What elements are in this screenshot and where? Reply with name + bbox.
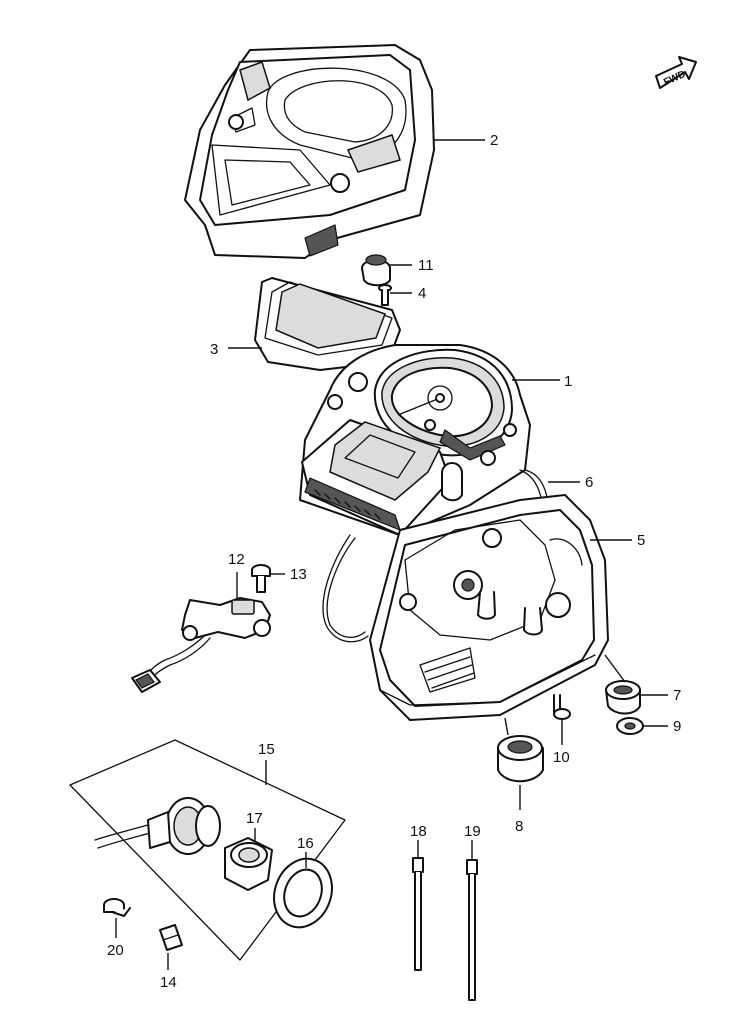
grommet-8 [497, 735, 544, 783]
bolt-13 [251, 564, 271, 593]
callout-5: 5 [637, 532, 645, 549]
callout-10: 10 [553, 749, 570, 766]
callout-20: 20 [107, 942, 124, 959]
screw-10 [553, 694, 571, 720]
callout-1: 1 [564, 373, 572, 390]
callout-9: 9 [673, 718, 681, 735]
callout-16: 16 [297, 835, 314, 852]
meter-assembly [299, 344, 531, 536]
meter-case-lower [369, 494, 609, 721]
callout-11: 11 [418, 257, 434, 274]
callout-12: 12 [228, 551, 245, 568]
leader-lines [115, 139, 668, 970]
fwd-arrow: FWD [655, 56, 697, 89]
callout-18: 18 [410, 823, 427, 840]
callout-13: 13 [290, 566, 307, 583]
grommet-7 [605, 680, 641, 715]
meter-cover-upper [184, 44, 435, 259]
callout-3: 3 [210, 341, 218, 358]
callout-8: 8 [515, 818, 523, 835]
callout-7: 7 [673, 687, 681, 704]
cable-tie-19 [466, 859, 478, 1001]
callout-17: 17 [246, 810, 263, 827]
callout-14: 14 [160, 974, 177, 991]
callout-6: 6 [585, 474, 593, 491]
callout-4: 4 [418, 285, 426, 302]
cable-tie-18 [412, 857, 424, 971]
forward-arrow-icon [655, 56, 697, 89]
callout-19: 19 [464, 823, 481, 840]
callout-15: 15 [258, 741, 275, 758]
screw-4 [378, 284, 392, 306]
collar-9 [616, 717, 644, 735]
grommet-11 [361, 254, 391, 287]
callout-2: 2 [490, 132, 498, 149]
speed-sensor-12 [131, 597, 271, 693]
clip-14 [159, 924, 183, 951]
screw-20 [103, 898, 131, 917]
lamp-kit-15 [69, 739, 346, 961]
